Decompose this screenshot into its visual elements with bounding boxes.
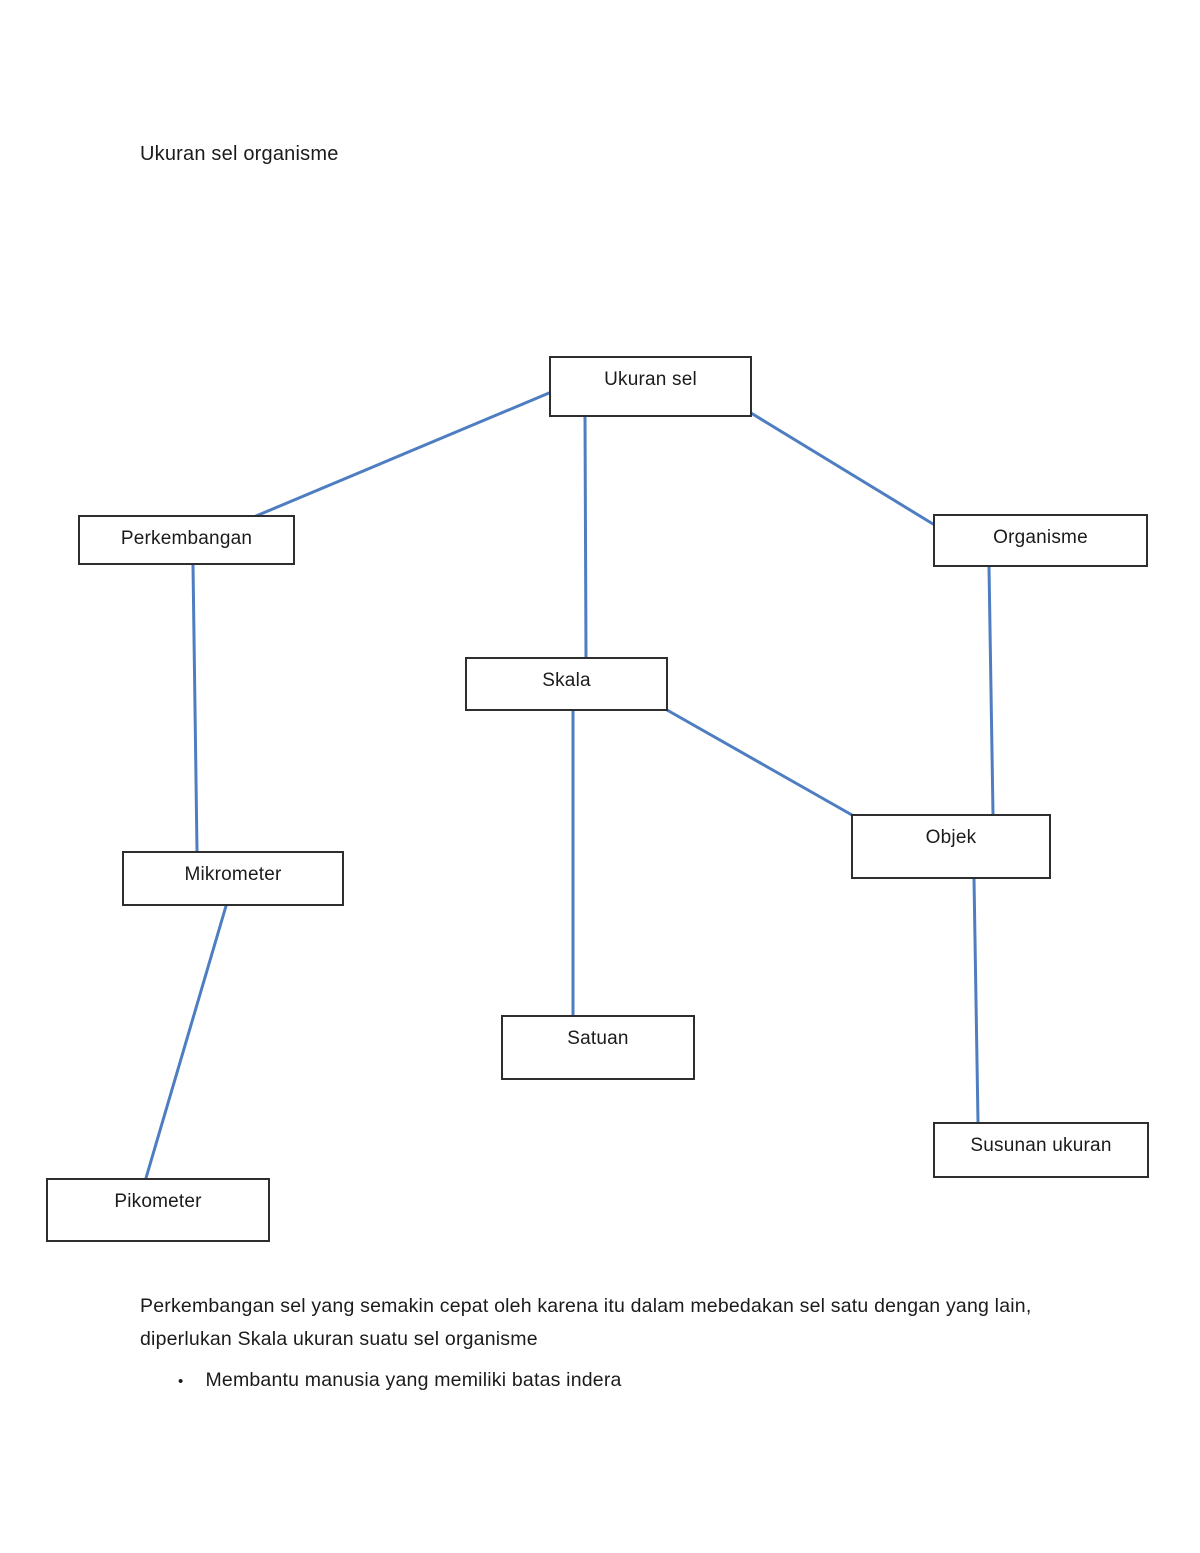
bullet-icon: • xyxy=(178,1373,184,1390)
node-pikometer-label: Pikometer xyxy=(114,1191,202,1212)
connector-ukuran-sel-organisme xyxy=(749,411,935,526)
node-skala-label: Skala xyxy=(542,670,591,691)
connector-organisme-objek xyxy=(987,565,995,816)
node-perkembangan: Perkembangan xyxy=(78,515,295,565)
node-satuan-label: Satuan xyxy=(567,1028,629,1049)
connector-objek-susunan-ukuran xyxy=(972,877,980,1124)
connector-ukuran-sel-skala xyxy=(583,415,588,659)
connector-mikrometer-pikometer xyxy=(144,904,228,1180)
node-ukuran-sel: Ukuran sel xyxy=(549,356,752,417)
node-skala: Skala xyxy=(465,657,668,711)
node-mikrometer-label: Mikrometer xyxy=(184,864,282,885)
node-objek: Objek xyxy=(851,814,1051,879)
connector-perkembangan-mikrometer xyxy=(191,563,199,853)
node-perkembangan-label: Perkembangan xyxy=(120,528,253,549)
node-susunan-ukuran: Susunan ukuran xyxy=(933,1122,1149,1178)
body-paragraph: Perkembangan sel yang semakin cepat oleh… xyxy=(140,1295,1032,1350)
node-susunan-ukuran-label: Susunan ukuran xyxy=(970,1135,1112,1156)
connector-skala-objek xyxy=(665,708,854,817)
bullet-item-text: Membantu manusia yang memiliki batas ind… xyxy=(205,1369,622,1391)
connector-ukuran-sel-perkembangan xyxy=(254,391,551,518)
node-satuan: Satuan xyxy=(501,1015,695,1080)
bullet-item: • Membantu manusia yang memiliki batas i… xyxy=(178,1369,622,1395)
node-organisme-label: Organisme xyxy=(993,527,1088,548)
node-ukuran-sel-label: Ukuran sel xyxy=(604,369,697,390)
node-mikrometer: Mikrometer xyxy=(122,851,344,906)
node-organisme: Organisme xyxy=(933,514,1148,567)
node-pikometer: Pikometer xyxy=(46,1178,270,1242)
node-objek-label: Objek xyxy=(925,827,977,848)
page-title: Ukuran sel organisme xyxy=(140,143,339,165)
